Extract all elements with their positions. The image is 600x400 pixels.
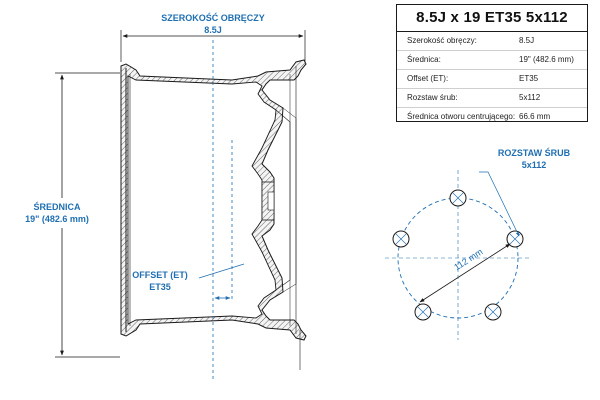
spec-card: 8.5J x 19 ET35 5x112 Szerokość obręczy: … xyxy=(396,4,588,122)
spec-key: Szerokość obręczy: xyxy=(407,36,477,45)
bolt-pattern-value: 5x112 xyxy=(522,160,547,170)
rim-width-title: SZEROKOŚĆ OBRĘCZY xyxy=(161,12,265,23)
offset-dimension: OFFSET (ET) ET35 xyxy=(132,263,245,300)
diameter-dimension: ŚREDNICA 19" (482.6 mm) xyxy=(25,72,120,358)
offset-title: OFFSET (ET) xyxy=(132,270,188,280)
spec-value: 19" (482.6 mm) xyxy=(519,55,574,64)
pcd-value: 112 mm xyxy=(452,247,484,273)
spec-key: Offset (ET): xyxy=(407,74,449,83)
spec-row: Średnica otworu centrującego: 66.6 mm xyxy=(397,108,587,126)
spec-row: Offset (ET): ET35 xyxy=(397,70,587,89)
bolt-hole-icon xyxy=(414,303,432,321)
spec-row: Rozstaw śrub: 5x112 xyxy=(397,89,587,108)
spec-value: 66.6 mm xyxy=(519,112,551,121)
offset-value: ET35 xyxy=(149,282,171,292)
rim-width-value: 8.5J xyxy=(204,25,222,35)
diameter-title: ŚREDNICA xyxy=(33,201,81,212)
spec-card-title: 8.5J x 19 ET35 5x112 xyxy=(397,5,587,32)
spec-key: Średnica otworu centrującego: xyxy=(407,112,516,121)
bolt-hole-icon xyxy=(484,303,502,321)
spec-key: Średnica: xyxy=(407,55,441,64)
spec-row: Szerokość obręczy: 8.5J xyxy=(397,32,587,51)
wheel-cross-section xyxy=(120,59,307,370)
bolt-hole-icon xyxy=(392,230,410,248)
spec-key: Rozstaw śrub: xyxy=(407,93,458,102)
spec-value: 5x112 xyxy=(519,93,541,102)
bolt-hole-icon xyxy=(449,189,467,207)
bolt-pattern-title: ROZSTAW ŚRUB xyxy=(498,147,571,158)
rim-width-dimension: SZEROKOŚĆ OBRĘCZY 8.5J xyxy=(120,12,306,62)
diameter-value: 19" (482.6 mm) xyxy=(25,214,89,224)
spec-value: ET35 xyxy=(519,74,539,83)
spec-row: Średnica: 19" (482.6 mm) xyxy=(397,51,587,70)
bolt-pattern-view: 112 mm ROZSTAW ŚRUB 5x112 xyxy=(385,147,571,340)
spec-value: 8.5J xyxy=(519,36,535,45)
